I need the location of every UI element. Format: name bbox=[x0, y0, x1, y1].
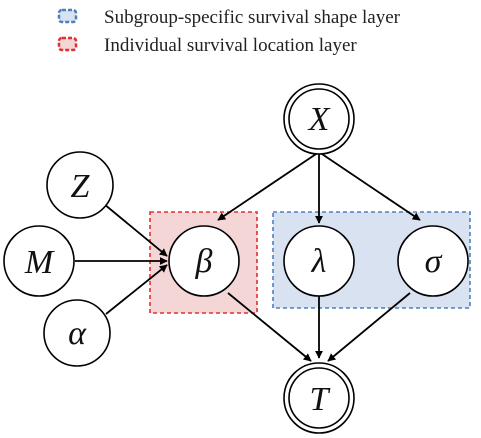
node-beta-label: β bbox=[195, 243, 213, 280]
node-alpha-label: α bbox=[68, 315, 87, 352]
legend-shape-swatch bbox=[57, 8, 78, 24]
node-x-label: X bbox=[307, 101, 331, 138]
node-sigma: σ bbox=[397, 225, 469, 297]
legend: Subgroup-specific survival shape layer I… bbox=[57, 7, 401, 56]
legend-location-swatch bbox=[57, 36, 78, 52]
node-m: M bbox=[3, 225, 75, 297]
node-m-label: M bbox=[24, 244, 55, 281]
edge-x-sigma bbox=[318, 151, 421, 221]
node-z: Z bbox=[46, 151, 114, 219]
legend-shape-label: Subgroup-specific survival shape layer bbox=[104, 7, 401, 28]
node-lambda-label: λ bbox=[311, 243, 327, 280]
edge-z-beta bbox=[103, 203, 168, 257]
node-z-label: Z bbox=[71, 168, 91, 205]
node-t-label: T bbox=[310, 381, 331, 418]
node-lambda: λ bbox=[283, 225, 355, 297]
edge-alpha-beta bbox=[105, 264, 168, 315]
node-t: T bbox=[283, 362, 355, 434]
legend-location-label: Individual survival location layer bbox=[104, 35, 357, 56]
edge-beta-t bbox=[227, 292, 312, 362]
node-sigma-label: σ bbox=[425, 243, 443, 280]
node-x: X bbox=[283, 83, 355, 155]
edge-x-beta bbox=[217, 151, 320, 221]
node-beta: β bbox=[168, 225, 240, 297]
node-alpha: α bbox=[43, 299, 111, 367]
edge-sigma-t bbox=[327, 292, 411, 362]
edges bbox=[75, 151, 421, 362]
